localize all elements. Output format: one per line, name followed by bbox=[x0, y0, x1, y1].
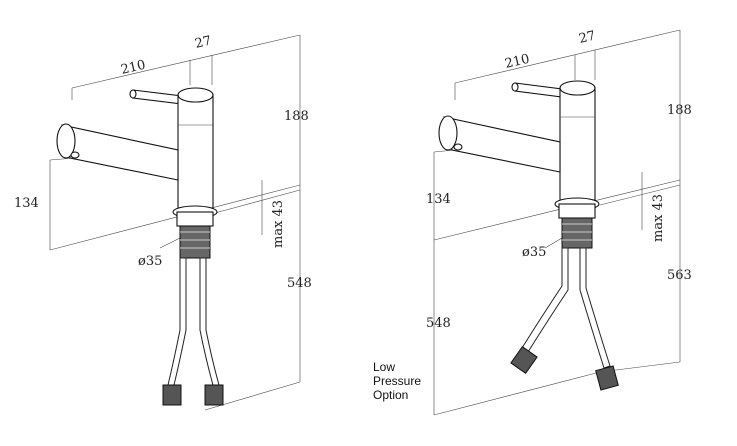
left-dim-line-top bbox=[71, 34, 301, 89]
left-spout-end bbox=[56, 123, 76, 159]
left-faucet: 210 27 188 134 max 43 ø35 548 bbox=[14, 34, 312, 411]
right-dim-210: 210 bbox=[504, 52, 532, 72]
right-ext-line bbox=[433, 149, 456, 153]
right-dim-563: 563 bbox=[667, 268, 692, 283]
left-lever-tip bbox=[129, 89, 137, 99]
right-dim-35: ø35 bbox=[522, 245, 546, 260]
left-ext-line-base bbox=[49, 184, 301, 251]
left-base-ring bbox=[176, 211, 214, 227]
right-dim-27: 27 bbox=[578, 29, 597, 47]
right-body bbox=[559, 87, 596, 201]
right-leader-35 bbox=[544, 237, 563, 249]
right-aerator bbox=[453, 143, 463, 151]
option-line-1: Low bbox=[373, 360, 396, 374]
right-lever-tip bbox=[511, 82, 519, 92]
left-lever bbox=[132, 89, 183, 105]
right-dim-188: 188 bbox=[667, 103, 692, 118]
left-shank bbox=[179, 225, 211, 259]
left-body-top bbox=[177, 87, 214, 103]
option-line-2: Pressure bbox=[373, 374, 422, 388]
left-hose-nut-2 bbox=[204, 384, 224, 406]
left-dim-210: 210 bbox=[120, 58, 148, 78]
right-ext-line bbox=[599, 184, 681, 206]
right-hose-nut-2 bbox=[595, 365, 619, 391]
left-hose-1 bbox=[167, 257, 187, 386]
right-dim-548-text: 548 bbox=[426, 316, 451, 331]
right-hose-1 bbox=[521, 247, 569, 353]
left-spout bbox=[61, 124, 179, 181]
option-line-3: Option bbox=[373, 388, 409, 402]
left-dim-548: 548 bbox=[287, 276, 312, 291]
left-ext-line bbox=[214, 189, 301, 214]
low-pressure-option-label: Low Pressure Option bbox=[373, 360, 421, 402]
left-body bbox=[177, 94, 214, 209]
right-dim-134-text: 134 bbox=[426, 192, 451, 207]
right-hose-nut-1 bbox=[510, 345, 538, 375]
left-aerator bbox=[70, 151, 80, 159]
right-body-top bbox=[559, 80, 596, 96]
left-hose-nut-1 bbox=[162, 384, 182, 406]
right-shank bbox=[561, 217, 593, 249]
right-lever bbox=[514, 82, 563, 98]
right-base-ring bbox=[558, 203, 596, 219]
right-dim-43-text: max 43 bbox=[651, 194, 666, 242]
left-dim-188: 188 bbox=[284, 109, 309, 124]
left-hose-2 bbox=[199, 257, 220, 386]
right-ext-line-base bbox=[433, 179, 681, 241]
right-spout-end bbox=[438, 115, 458, 151]
left-leader-35 bbox=[159, 237, 181, 249]
left-dim-27: 27 bbox=[194, 34, 213, 52]
left-dim-35: ø35 bbox=[138, 254, 162, 269]
right-dim-line-top bbox=[454, 29, 681, 84]
right-hose-2 bbox=[579, 247, 611, 369]
left-dim-43-text: max 43 bbox=[271, 200, 286, 248]
left-dim-134-text: 134 bbox=[14, 196, 39, 211]
right-faucet: 210 27 188 134 max 43 ø35 548 563 bbox=[426, 29, 692, 416]
right-ext-line-bottom bbox=[433, 371, 601, 416]
